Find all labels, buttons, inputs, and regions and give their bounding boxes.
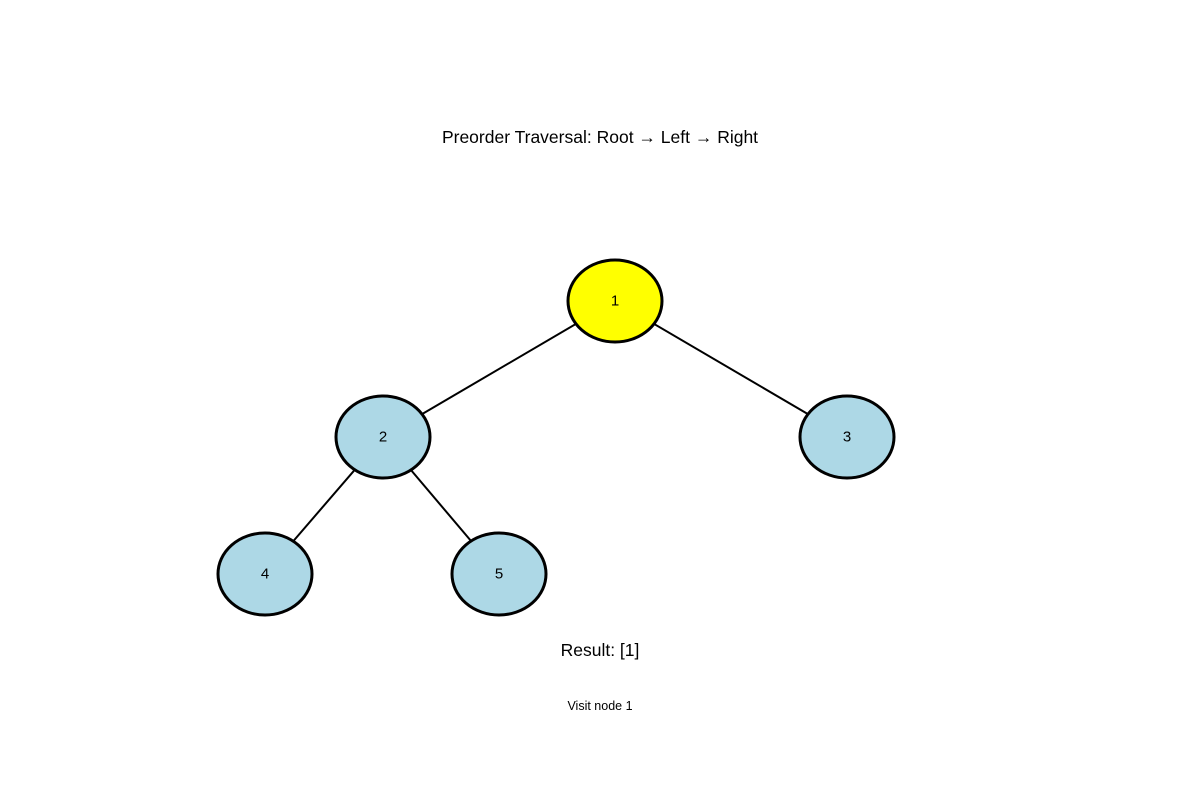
tree-node-4[interactable]: 4: [216, 531, 314, 617]
tree-node-label-1: 1: [611, 293, 619, 310]
tree-node-label-5: 5: [495, 566, 503, 583]
tree-node-shape-3[interactable]: [798, 394, 896, 480]
tree-node-shape-2[interactable]: [334, 394, 432, 480]
result-text: Result: [1]: [560, 640, 640, 660]
tree-node-1[interactable]: 1: [566, 258, 664, 344]
tree-node-shape-4[interactable]: [216, 531, 314, 617]
tree-node-label-4: 4: [261, 566, 269, 583]
tree-node-shape-1[interactable]: [566, 258, 664, 344]
tree-node-2[interactable]: 2: [334, 394, 432, 480]
tree-node-shape-5[interactable]: [450, 531, 548, 617]
tree-node-label-3: 3: [843, 429, 851, 446]
tree-nodes-group: 1 2 3 4 5: [216, 258, 896, 617]
tree-node-3[interactable]: 3: [798, 394, 896, 480]
page-title: Preorder Traversal: Root → Left → Right: [441, 127, 759, 147]
tree-node-label-2: 2: [379, 429, 387, 446]
tree-node-5[interactable]: 5: [450, 531, 548, 617]
status-text: Visit node 1: [567, 699, 633, 713]
